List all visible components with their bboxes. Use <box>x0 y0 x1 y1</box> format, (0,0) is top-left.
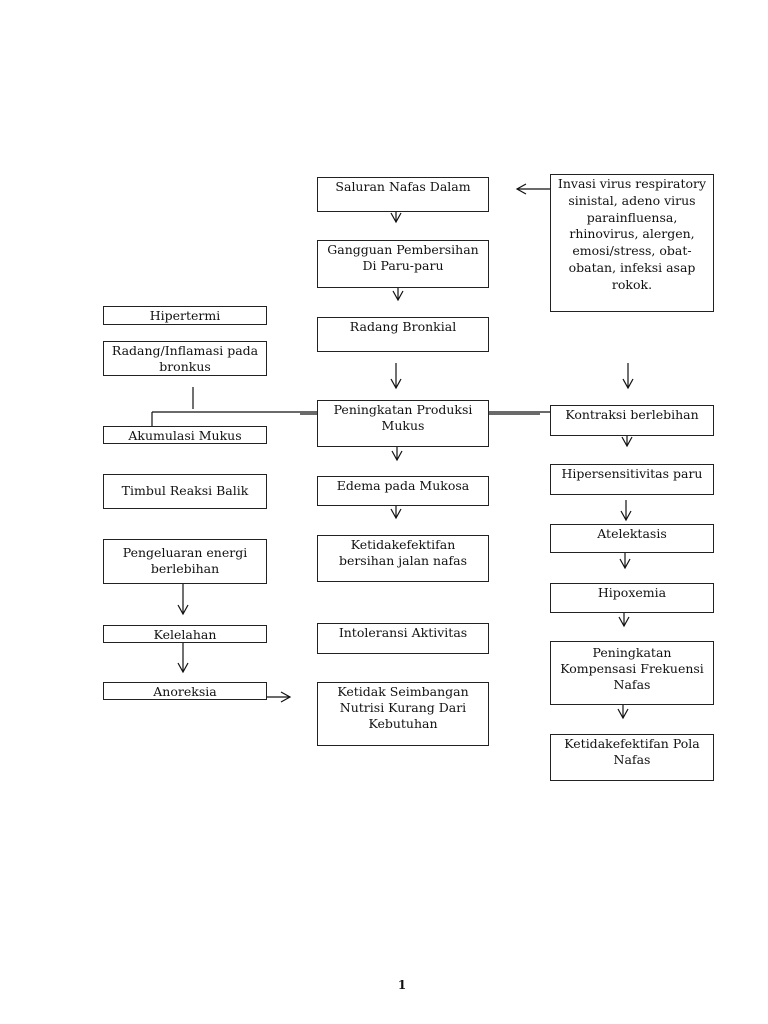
arrowhead <box>622 378 634 390</box>
box-hipertermi: Hipertermi <box>103 306 267 325</box>
box-invasi-virus: Invasi virus respiratory sinistal, adeno… <box>550 174 714 312</box>
arrowhead <box>390 212 402 224</box>
arrowhead <box>392 290 404 302</box>
box-anoreksia: Anoreksia <box>103 682 267 700</box>
box-radang-bronkial: Radang Bronkial <box>317 317 489 352</box>
arrowhead <box>617 708 629 720</box>
arrowhead <box>619 558 631 570</box>
box-hipersensitivitas-paru: Hipersensitivitas paru <box>550 464 714 495</box>
arrowhead <box>618 616 630 628</box>
box-pengeluaran-energi: Pengeluaran energi berlebihan <box>103 539 267 584</box>
box-peningkatan-produksi-mukus: Peningkatan Produksi Mukus <box>317 400 489 447</box>
arrowhead <box>621 436 633 448</box>
page-number: 1 <box>397 978 407 992</box>
arrowhead <box>390 378 402 390</box>
box-ketidak-seimbangan-nutrisi: Ketidak Seimbangan Nutrisi Kurang Dari K… <box>317 682 489 746</box>
box-kontraksi-berlebihan: Kontraksi berlebihan <box>550 405 714 436</box>
arrowhead <box>620 510 632 522</box>
box-radang-inflamasi: Radang/Inflamasi pada bronkus <box>103 341 267 376</box>
box-saluran-nafas-dalam: Saluran Nafas Dalam <box>317 177 489 212</box>
box-peningkatan-kompensasi: Peningkatan Kompensasi Frekuensi Nafas <box>550 641 714 705</box>
arrowhead <box>280 691 292 703</box>
box-gangguan-pembersihan: Gangguan Pembersihan Di Paru-paru <box>317 240 489 288</box>
box-atelektasis: Atelektasis <box>550 524 714 553</box>
box-kelelahan: Kelelahan <box>103 625 267 643</box>
arrowhead <box>515 183 527 195</box>
box-ketidakefektifan-bersihan: Ketidakefektifan bersihan jalan nafas <box>317 535 489 582</box>
arrowhead <box>177 662 189 674</box>
arrowhead <box>391 450 403 462</box>
box-akumulasi-mukus: Akumulasi Mukus <box>103 426 267 444</box>
box-timbul-reaksi-balik: Timbul Reaksi Balik <box>103 474 267 509</box>
box-hipoxemia: Hipoxemia <box>550 583 714 613</box>
arrowhead <box>390 508 402 520</box>
box-ketidakefektifan-pola-nafas: Ketidakefektifan Pola Nafas <box>550 734 714 781</box>
box-edema-mukosa: Edema pada Mukosa <box>317 476 489 506</box>
box-intoleransi-aktivitas: Intoleransi Aktivitas <box>317 623 489 654</box>
arrowhead <box>177 604 189 616</box>
